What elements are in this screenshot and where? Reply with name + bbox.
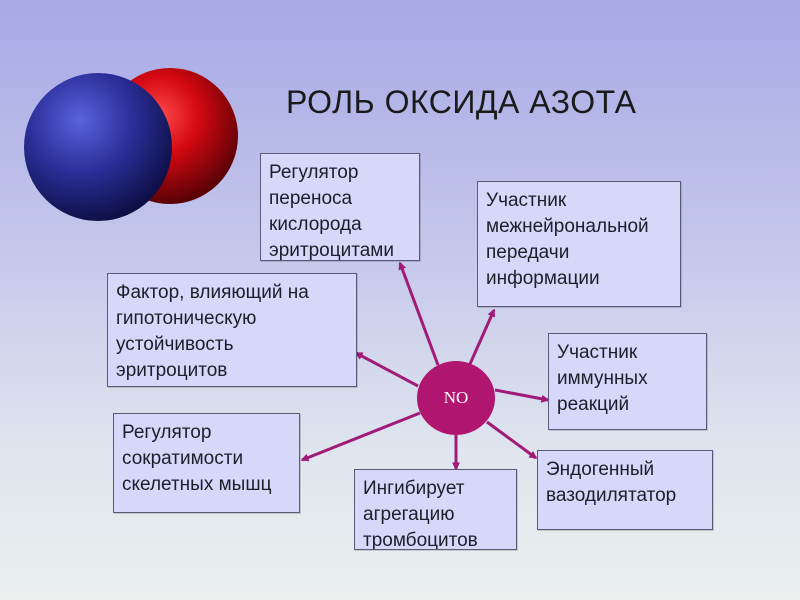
role-box-vasodilator: Эндогенный вазодилятатор bbox=[537, 450, 713, 530]
arrow-to-immune bbox=[494, 388, 550, 403]
arrow-to-hypotonic-resistance bbox=[354, 351, 419, 388]
page-title: РОЛЬ ОКСИДА АЗОТА bbox=[286, 84, 637, 120]
arrow-to-interneuronal bbox=[468, 308, 496, 365]
role-box-oxygen-transfer: Регулятор переноса кислорода эритроцитам… bbox=[260, 153, 420, 261]
arrow-to-muscle-contractility bbox=[300, 411, 421, 462]
no-center-node: NO bbox=[417, 361, 495, 435]
role-box-platelet-aggregation: Ингибирует агрегацию тромбоцитов bbox=[354, 469, 517, 550]
nitrogen-atom bbox=[24, 73, 172, 221]
role-box-muscle-contractility: Регулятор сократимости скелетных мышц bbox=[113, 413, 300, 513]
role-box-hypotonic-resistance: Фактор, влияющий на гипотоническую устой… bbox=[107, 273, 357, 387]
no-center-label: NO bbox=[443, 388, 469, 407]
role-box-interneuronal: Участник межнейрональной передачи информ… bbox=[477, 181, 681, 307]
arrow-to-vasodilator bbox=[486, 420, 538, 460]
role-box-immune: Участник иммунных реакций bbox=[548, 333, 707, 430]
arrow-to-oxygen-transfer bbox=[398, 261, 440, 366]
